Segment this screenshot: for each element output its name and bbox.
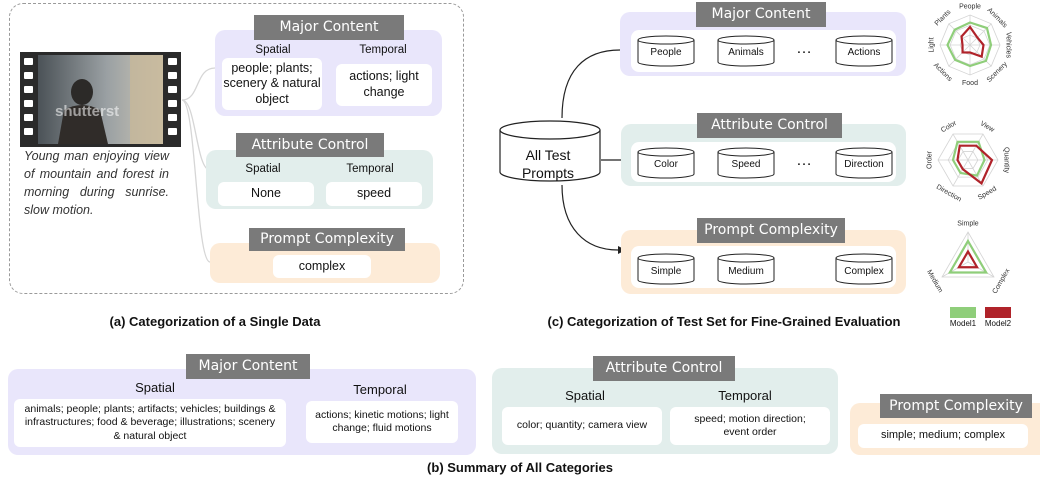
radar-attr-model1	[951, 140, 986, 177]
legend-model1-swatch	[950, 307, 976, 318]
radar-major-spoke-5	[948, 44, 971, 67]
b-major-spatial-label: Spatial	[135, 380, 175, 395]
b-attr-spatial-label: Spatial	[565, 388, 605, 403]
b-attribute-control-title: Attribute Control	[593, 356, 735, 381]
radar-attr-model2	[956, 144, 994, 186]
radar-complex-model2	[957, 249, 979, 269]
radar-attr-label-1: Quantity	[1003, 147, 1010, 174]
radar-complex-label-2: Medium	[925, 269, 944, 294]
c-complexity-item-0: Simple	[650, 266, 682, 277]
b-major-content-title: Major Content	[186, 354, 310, 379]
a-attribute-control-title: Attribute Control	[236, 133, 384, 157]
c-attr-item-1: Speed	[731, 159, 761, 170]
radar-attr-label-5: Color	[940, 119, 959, 134]
panel-a-frame	[9, 3, 464, 294]
b-major-temporal-value: actions; kinetic motions; light change; …	[306, 401, 458, 443]
radar-major-model2	[960, 25, 985, 59]
c-major-item-2: Actions	[847, 47, 881, 58]
radar-major-label-6: Light	[928, 37, 935, 52]
c-prompt-complexity-title: Prompt Complexity	[697, 218, 845, 243]
a-major-temporal-label: Temporal	[359, 44, 407, 56]
c-attr-cylinder-1	[717, 147, 775, 179]
a-prompt-complexity-value: complex	[273, 255, 371, 278]
c-major-cylinder-1	[717, 35, 775, 67]
c-major-item-0: People	[650, 47, 682, 58]
c-major-item-1: Animals	[728, 47, 764, 58]
prompt-text: Young man enjoying view of mountain and …	[24, 149, 169, 217]
c-attr-item-2: Direction	[844, 159, 884, 170]
radar-major-spoke-7	[948, 23, 971, 46]
b-prompt-complexity-value: simple; medium; complex	[858, 424, 1028, 448]
radar-complex-model1	[947, 238, 989, 274]
c-category-cylinders	[637, 35, 893, 285]
a-major-temporal-value: actions; light change	[336, 64, 432, 106]
radar-complex-spoke-2	[941, 261, 969, 278]
b-major-spatial-value: animals; people; plants; artifacts; vehi…	[14, 399, 286, 447]
b-attr-spatial-value: color; quantity; camera view	[502, 407, 662, 445]
c-attr-cylinder-2	[835, 147, 893, 179]
video-thumbnail	[20, 52, 181, 147]
a-major-spatial-value: people; plants; scenery & natural object	[222, 58, 322, 110]
a-prompt-complexity-title: Prompt Complexity	[249, 228, 405, 251]
b-prompt-complexity-title: Prompt Complexity	[880, 394, 1032, 418]
c-attr-cylinder-0	[637, 147, 695, 179]
c-major-cylinder-2	[835, 35, 893, 67]
radar-attr-spoke-0	[967, 133, 984, 161]
a-attr-temporal-value: speed	[326, 182, 422, 206]
radar-major-model1	[946, 21, 993, 68]
radar-major-label-4: Food	[962, 80, 978, 87]
a-attr-spatial-label: Spatial	[245, 163, 281, 175]
caption-b: (b) Summary of All Categories	[427, 460, 613, 475]
radar-major-label-0: People	[959, 3, 981, 10]
caption-c: (c) Categorization of Test Set for Fine-…	[547, 314, 901, 329]
c-complexity-item-1: Medium	[728, 266, 764, 277]
radar-attr-label-4: Order	[926, 150, 933, 169]
legend-model2-label: Model2	[984, 319, 1012, 328]
b-attr-temporal-value: speed; motion direction; event order	[670, 407, 830, 445]
caption-a: (a) Categorization of a Single Data	[109, 314, 321, 329]
c-complexity-item-2: Complex	[844, 266, 884, 277]
radar-attr-label-2: Speed	[977, 185, 998, 201]
radar-attr-label-0: View	[979, 120, 996, 134]
all-test-prompts-label: All Test Prompts	[521, 147, 575, 181]
legend-model1-label: Model1	[949, 319, 977, 328]
b-attr-temporal-label: Temporal	[718, 388, 772, 403]
a-attr-spatial-value: None	[218, 182, 314, 206]
b-major-temporal-label: Temporal	[353, 382, 407, 397]
c-complexity-cylinder-2	[835, 253, 893, 285]
c-complexity-cylinder-0	[637, 253, 695, 285]
radar-complex-spoke-1	[967, 261, 995, 278]
c-attr-item-0: Color	[654, 159, 678, 170]
c-attribute-control-title: Attribute Control	[697, 113, 842, 138]
panel-c-diagram	[499, 46, 629, 254]
c-major-ellipsis: …	[796, 40, 812, 57]
c-attr-ellipsis: …	[796, 152, 812, 169]
radar-complex-grid-0	[941, 231, 995, 278]
radar-major-label-2: Vehicles	[1005, 32, 1012, 59]
a-attr-temporal-label: Temporal	[346, 163, 394, 175]
c-major-cylinder-0	[637, 35, 695, 67]
a-major-spatial-label: Spatial	[255, 44, 291, 56]
a-major-content-title: Major Content	[254, 15, 404, 40]
watermark-text: shutterst	[55, 103, 120, 120]
c-major-content-title: Major Content	[696, 2, 826, 27]
c-complexity-cylinder-1	[717, 253, 775, 285]
legend-model2-swatch	[985, 307, 1011, 318]
radar-complex-label-1: Complex	[992, 267, 1012, 295]
radar-attr-label-3: Direction	[935, 184, 963, 204]
radar-complex-label-0: Simple	[957, 220, 979, 227]
